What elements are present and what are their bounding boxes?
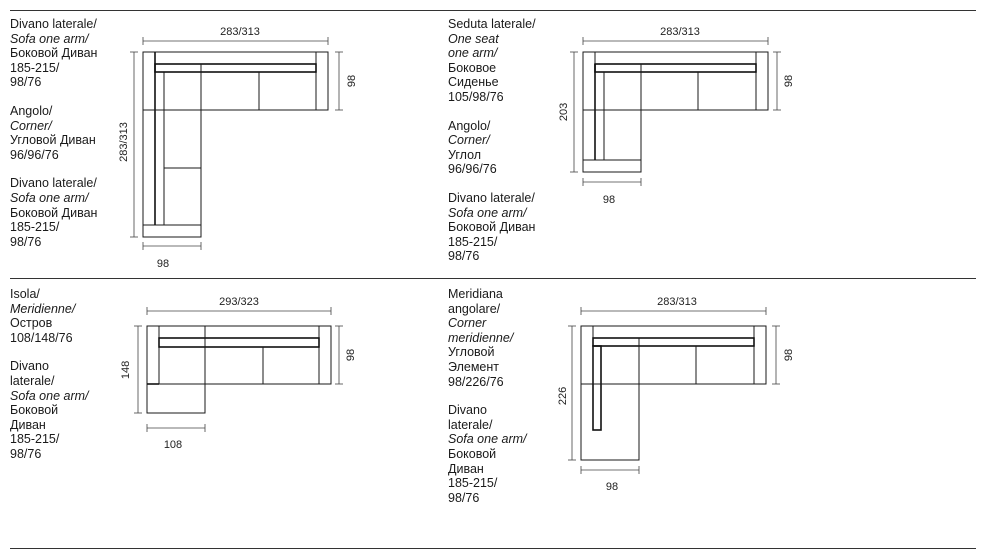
q3-item2-ru2: Диван xyxy=(10,417,46,432)
q2-sofa-plan: 283/313 98 203 98 xyxy=(558,26,795,206)
q1-item1-ru: Боковой Диван xyxy=(10,46,98,61)
q3-dim-top: 293/323 xyxy=(219,296,259,308)
q3-dim-right: 98 xyxy=(345,349,357,361)
q3-legend: Isola/ Meridienne/ Остров 108/148/76 Div… xyxy=(10,287,89,462)
q3-item1-dim1: 108/148/76 xyxy=(10,330,73,345)
q4-item2-ru1: Боковой xyxy=(448,446,497,461)
q3-item2-it2: laterale/ xyxy=(10,373,55,388)
q2-item3-dim1: 185-215/ xyxy=(448,234,498,249)
q1-item3-dim2: 98/76 xyxy=(10,234,42,249)
q4-dim-left: 226 xyxy=(557,387,569,405)
q4-item1-ru1: Угловой xyxy=(448,345,495,360)
q1-item3-en: Sofa one arm/ xyxy=(10,190,89,205)
q4-item1-en1: Corner xyxy=(448,316,487,331)
q1-item2-en: Corner/ xyxy=(10,118,52,133)
q3-item2-en: Sofa one arm/ xyxy=(10,388,89,403)
q2-dim-left: 203 xyxy=(558,103,570,121)
q4-item2-dim2: 98/76 xyxy=(448,490,480,505)
bottom-rule xyxy=(10,548,976,549)
q3-item2-dim2: 98/76 xyxy=(10,446,42,461)
q2-dim-right: 98 xyxy=(783,75,795,87)
q1-item3-ru: Боковой Диван xyxy=(10,205,98,220)
q2-item1-dim1: 105/98/76 xyxy=(448,89,504,104)
q3-item1-ru: Остров xyxy=(10,316,53,331)
q1-item1-en: Sofa one arm/ xyxy=(10,31,89,46)
q2-item2-en: Corner/ xyxy=(448,133,490,148)
q2-item3-dim2: 98/76 xyxy=(448,249,480,264)
q1-dim-top: 283/313 xyxy=(220,26,260,38)
q2-item2-it: Angolo/ xyxy=(448,118,491,133)
middle-rule xyxy=(10,278,976,279)
q3-item1-it: Isola/ xyxy=(10,287,40,301)
q4-item1-en2: meridienne/ xyxy=(448,330,514,345)
q2-item3-ru: Боковой Диван xyxy=(448,220,536,235)
q2-dim-bottom: 98 xyxy=(603,194,615,206)
q1-item2-it: Angolo/ xyxy=(10,103,53,118)
q4-item2-ru2: Диван xyxy=(448,461,484,476)
q2-item3-it: Divano laterale/ xyxy=(448,190,535,205)
q3-sofa-plan: 293/323 98 148 108 xyxy=(120,296,357,451)
q1-dim-bottom: 98 xyxy=(157,258,169,270)
q3-dim-left: 148 xyxy=(120,361,132,379)
q4-sofa-plan: 283/313 98 226 98 xyxy=(557,296,795,493)
q3-item2-ru1: Боковой xyxy=(10,403,59,418)
q4-dim-right: 98 xyxy=(783,349,795,361)
q4-item1-ru2: Элемент xyxy=(448,359,499,374)
q3-item1-en: Meridienne/ xyxy=(10,301,76,316)
q2-item1-ru2: Сиденье xyxy=(448,75,499,90)
q1-sofa-plan: 283/313 98 283/313 98 xyxy=(118,26,358,270)
q2-item1-it: Seduta laterale/ xyxy=(448,17,536,31)
q2-item1-en2: one arm/ xyxy=(448,46,498,61)
q4-item2-it2: laterale/ xyxy=(448,417,493,432)
q4-item1-it1: Meridiana xyxy=(448,287,503,301)
q3-dim-bottom: 108 xyxy=(164,439,182,451)
q3-item2-dim1: 185-215/ xyxy=(10,432,60,447)
q2-item2-ru: Углол xyxy=(448,147,482,162)
q1-dim-right: 98 xyxy=(346,75,358,87)
q4-item2-it1: Divano xyxy=(448,403,487,418)
q4-dim-bottom: 98 xyxy=(606,481,618,493)
q2-dim-top: 283/313 xyxy=(660,26,700,38)
q2-item2-dim1: 96/96/76 xyxy=(448,162,497,177)
q2-item1-ru1: Боковое xyxy=(448,60,497,75)
q1-legend: Divano laterale/ Sofa one arm/ Боковой Д… xyxy=(10,17,97,249)
q3-item2-it1: Divano xyxy=(10,359,49,374)
q1-item1-dim1: 185-215/ xyxy=(10,60,60,75)
q4-item2-dim1: 185-215/ xyxy=(448,476,498,491)
top-rule xyxy=(10,10,976,11)
q4-item1-dim1: 98/226/76 xyxy=(448,374,504,389)
q1-item2-ru: Угловой Диван xyxy=(10,133,96,148)
q1-item3-dim1: 185-215/ xyxy=(10,220,60,235)
q1-item1-dim2: 98/76 xyxy=(10,75,42,90)
q2-item1-en1: One seat xyxy=(448,31,499,46)
q1-item3-it: Divano laterale/ xyxy=(10,176,97,191)
q1-item1-it: Divano laterale/ xyxy=(10,17,97,31)
q1-item2-dim1: 96/96/76 xyxy=(10,147,59,162)
q4-legend: Meridiana angolare/ Corner meridienne/ У… xyxy=(448,287,527,505)
q4-item1-it2: angolare/ xyxy=(448,301,501,316)
q1-dim-left: 283/313 xyxy=(118,122,130,162)
q4-item2-en: Sofa one arm/ xyxy=(448,432,527,447)
q2-item3-en: Sofa one arm/ xyxy=(448,205,527,220)
q2-legend: Seduta laterale/ One seat one arm/ Боков… xyxy=(448,17,536,264)
q4-dim-top: 283/313 xyxy=(657,296,697,308)
